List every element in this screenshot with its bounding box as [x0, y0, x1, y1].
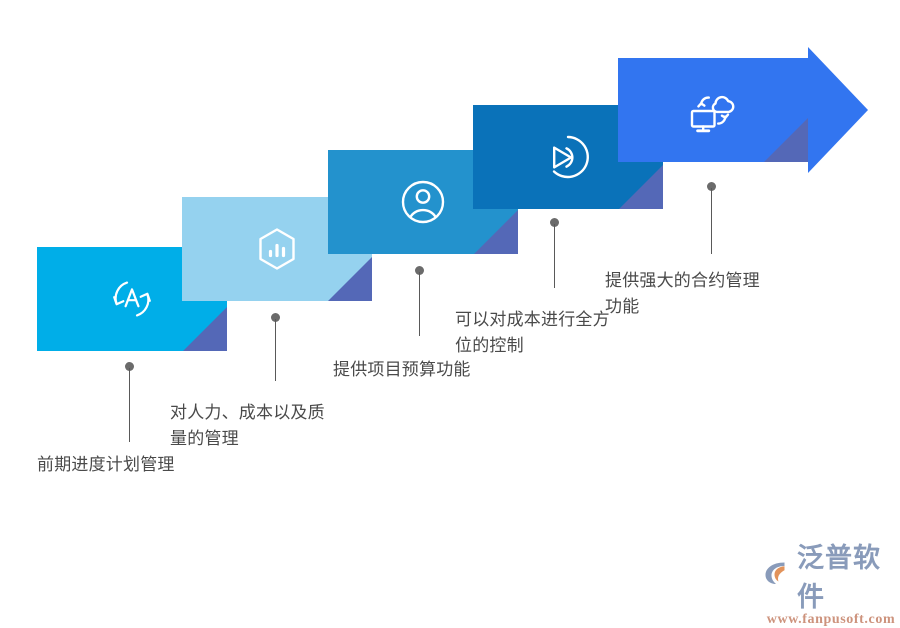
- connector-2-stem: [274, 319, 276, 381]
- step-1-caption: 前期进度计划管理: [37, 455, 175, 474]
- connector-4-stem: [553, 224, 555, 288]
- step-3-fold-shadow: [474, 210, 518, 254]
- watermark: 泛普软件 www.fanpusoft.com: [762, 536, 900, 628]
- watermark-brand-text: 泛普软件: [797, 543, 881, 612]
- connector-5: [706, 182, 716, 254]
- connector-2-dot: [270, 313, 280, 322]
- step-5-fold-shadow: [764, 118, 808, 162]
- connector-2: [270, 313, 280, 381]
- step-4-caption: 可以对成本进行全方 位的控制: [455, 310, 610, 356]
- infographic-canvas: 前期进度计划管理 对人力、成本以及质 量的管理 提供项目预算功能 可以对成本进行…: [37, 47, 895, 627]
- step-1-fold-shadow: [183, 307, 227, 351]
- watermark-url: www.fanpusoft.com: [766, 612, 896, 627]
- connector-3-stem: [418, 272, 420, 336]
- connector-3-dot: [414, 266, 424, 275]
- connector-1: [124, 362, 134, 442]
- connector-5-dot: [706, 182, 716, 191]
- fanpu-leaf-logo-icon: [762, 558, 792, 593]
- connector-1-dot: [124, 362, 134, 371]
- connector-4: [549, 218, 559, 288]
- step-4-fold-shadow: [619, 165, 663, 209]
- step-5-caption: 提供强大的合约管理 功能: [605, 271, 760, 317]
- connector-4-dot: [549, 218, 559, 227]
- watermark-brand-row: 泛普软件: [762, 536, 900, 614]
- process-arrowhead: [808, 47, 868, 173]
- process-step-5[interactable]: [618, 58, 808, 162]
- step-2-fold-shadow: [328, 257, 372, 301]
- connector-1-stem: [128, 368, 130, 442]
- step-3-caption: 提供项目预算功能: [333, 360, 471, 379]
- step-2-caption: 对人力、成本以及质 量的管理: [170, 403, 325, 449]
- connector-5-stem: [710, 188, 712, 254]
- connector-3: [414, 266, 424, 336]
